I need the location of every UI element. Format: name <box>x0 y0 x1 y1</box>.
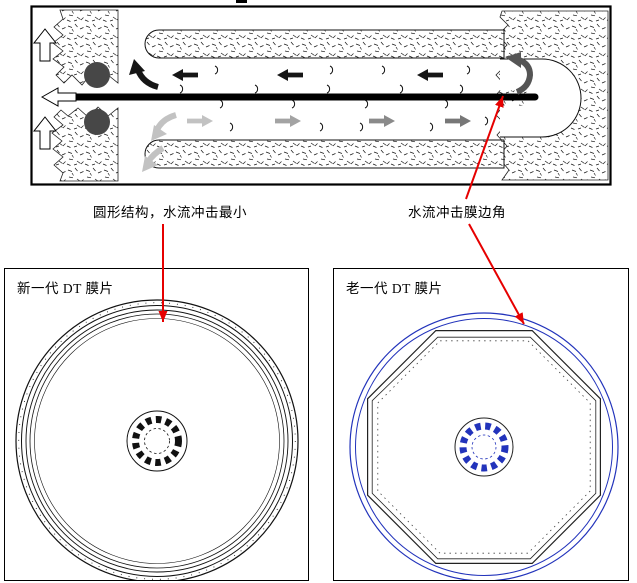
panel-old-membrane: 老一代 DT 膜片 <box>333 268 629 581</box>
u-turn-channel-outline <box>500 58 582 138</box>
u-turn-flow-arrow <box>505 52 534 95</box>
panel-old-title: 老一代 DT 膜片 <box>346 281 443 296</box>
caption-corner-impact: 水流冲击膜边角 <box>408 205 506 220</box>
up-arrow-icon-bottom <box>32 116 58 150</box>
panel-new-membrane: 新一代 DT 膜片 <box>4 268 309 581</box>
disc-ring <box>25 309 289 573</box>
blue-inner-circle <box>355 318 613 576</box>
circular-membrane-drawing <box>15 299 299 580</box>
curved-arrow-head <box>142 156 158 172</box>
spacer-strip-bottom <box>144 139 505 169</box>
panel-new-title: 新一代 DT 膜片 <box>17 281 114 296</box>
disc-outer-ring <box>15 299 299 580</box>
disc-ring <box>29 313 285 569</box>
roller-top-icon <box>84 62 110 88</box>
octagon-inner-outline <box>371 336 597 560</box>
octagon-dotted-outline <box>377 340 591 554</box>
caption-circular-structure: 圆形结构，水流冲击最小 <box>93 205 247 220</box>
hub-gear-ring <box>459 422 509 472</box>
flow-cross-section-diagram <box>30 5 612 186</box>
up-arrow-icon-top <box>32 28 58 62</box>
curved-arrow-head <box>151 125 167 141</box>
turn-arrow-icon <box>515 57 534 95</box>
curved-arrow-head <box>129 59 145 75</box>
u-turn-channel <box>500 59 581 137</box>
hub-outer <box>454 417 514 477</box>
blue-outer-circle <box>349 312 619 580</box>
octagonal-membrane-drawing <box>349 312 619 580</box>
hub-inner-dotted <box>471 434 497 460</box>
top-channel-flow-arrows <box>129 59 443 90</box>
roller-bottom-icon <box>84 109 110 135</box>
octagon-outline <box>366 329 601 564</box>
disc-dotted-ring <box>18 302 296 580</box>
hub-gear-ring <box>132 416 182 466</box>
hub-outer <box>126 410 188 472</box>
left-arrow-outline-icon <box>40 87 77 107</box>
disc-ring <box>34 318 280 564</box>
bottom-channel-flow-arrows <box>142 112 471 172</box>
spacer-strip-top <box>144 29 505 59</box>
cropped-top-mark <box>236 0 247 3</box>
disc-ring <box>21 305 293 577</box>
turn-arrow-head <box>505 52 521 68</box>
hub-inner-dotted <box>144 428 170 454</box>
